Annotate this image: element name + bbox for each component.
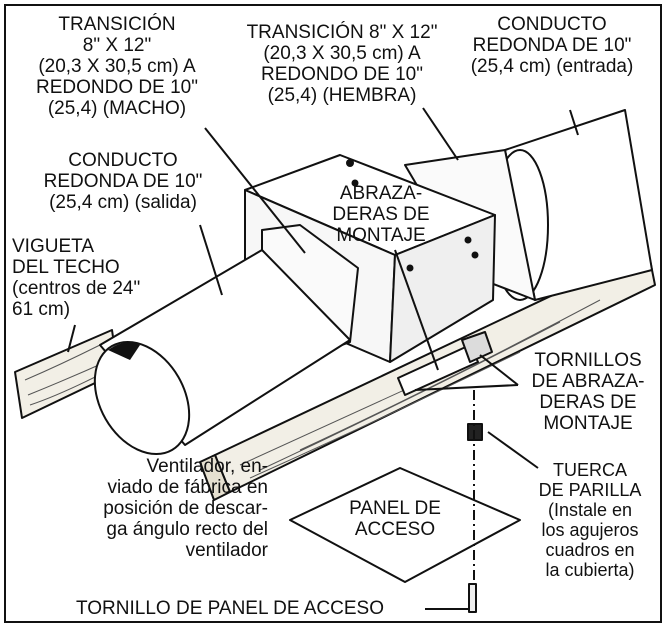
- access-panel-shape: [289, 467, 521, 583]
- label-fan-note: Ventilador, en- viado de fábrica en posi…: [103, 456, 268, 561]
- label-access-panel: PANEL DE ACCESO: [349, 498, 441, 540]
- label-grille-nut: TUERCA DE PARILLA (Instale en los agujer…: [538, 460, 642, 580]
- label-duct-inlet: CONDUCTO REDONDA DE 10" (25,4 cm) (entra…: [470, 14, 634, 77]
- label-ceiling-joist: VIGUETA DEL TECHO (centros de 24" 61 cm): [12, 236, 141, 320]
- label-transition-male: TRANSICIÓN 8" X 12" (20,3 X 30,5 cm) A R…: [36, 14, 198, 119]
- leader-lines: [67, 107, 579, 610]
- label-bracket-screws: TORNILLOS DE ABRAZA- DERAS DE MONTAJE: [531, 350, 645, 434]
- access-panel-screw-shape: [468, 583, 477, 613]
- label-duct-outlet: CONDUCTO REDONDA DE 10" (25,4 cm) (salid…: [43, 150, 203, 213]
- label-mounting-brackets: ABRAZA- DERAS DE MONTAJE: [332, 183, 430, 246]
- label-transition-female: TRANSICIÓN 8" X 12" (20,3 X 30,5 cm) A R…: [246, 22, 438, 106]
- label-access-panel-screw: TORNILLO DE PANEL DE ACCESO: [76, 598, 384, 619]
- outlet-duct: [93, 249, 351, 456]
